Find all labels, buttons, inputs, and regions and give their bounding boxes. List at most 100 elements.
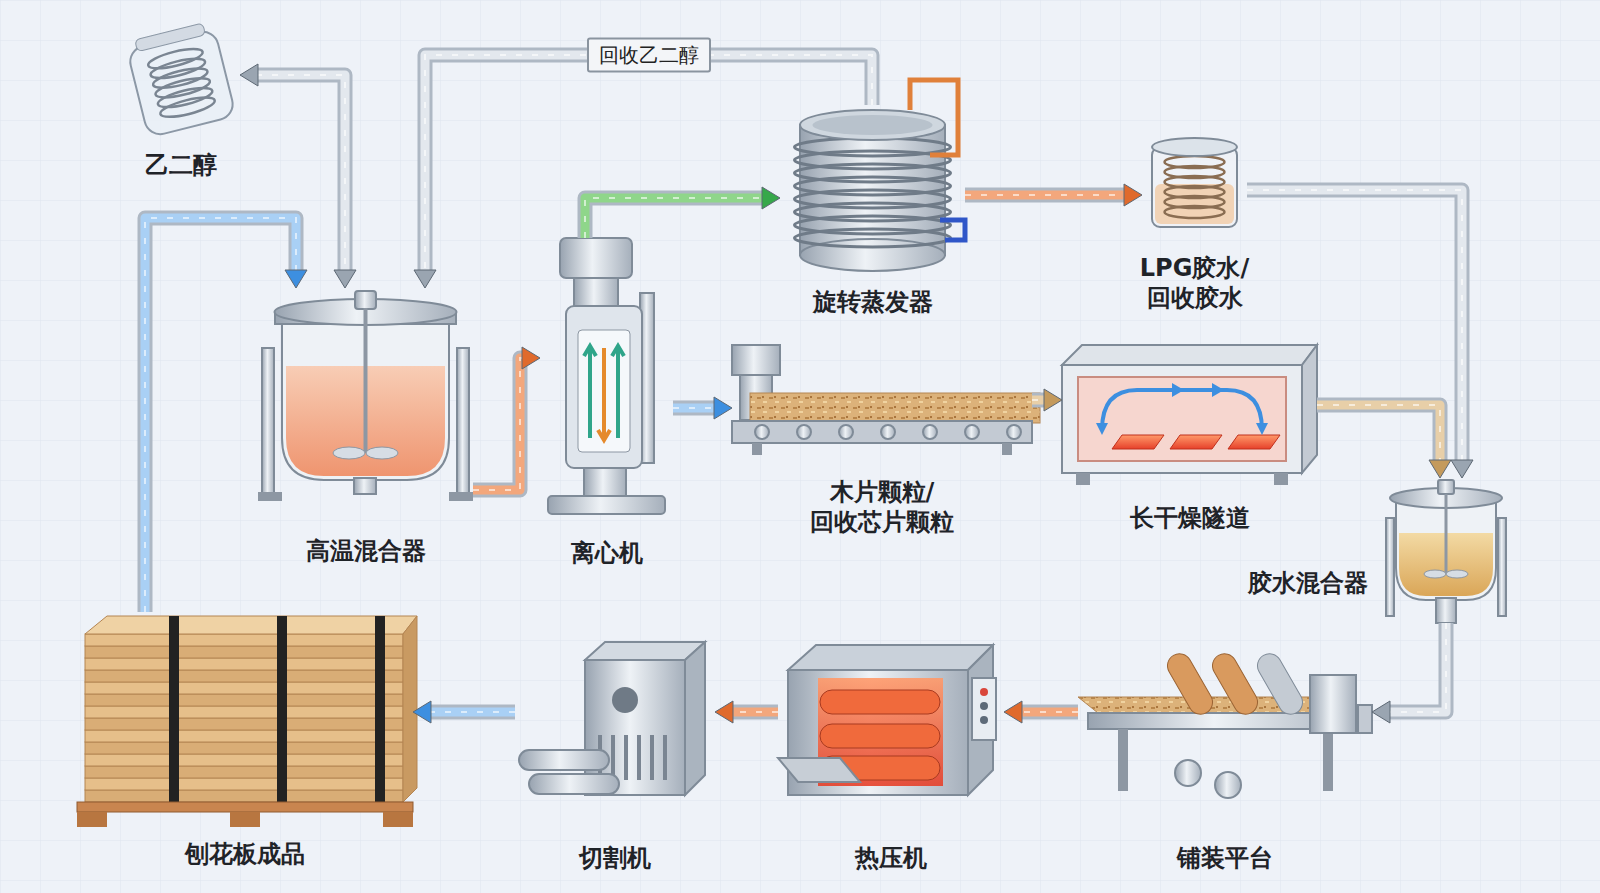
shape-rect: [77, 802, 413, 812]
pipe-shell: [145, 218, 296, 612]
shape-ellipse: [1165, 206, 1225, 218]
arrow-head: [285, 270, 307, 288]
pipe-connector: [240, 64, 356, 288]
equipment-node: 木片颗粒/ 回收芯片颗粒: [732, 345, 1032, 455]
shape-circle: [1175, 760, 1201, 786]
pipe-connector: [413, 701, 515, 723]
pipe-shell: [1317, 405, 1440, 462]
equipment-illustration: [1142, 132, 1247, 237]
shape-ellipse: [366, 447, 398, 459]
shape-rect: [1152, 147, 1237, 227]
arrow-head: [334, 270, 356, 288]
pipe-flow: [673, 404, 716, 413]
shape-ellipse: [159, 94, 217, 121]
equipment-node: 刨花板成品: [77, 612, 413, 827]
shape-line: [1445, 494, 1448, 574]
arrow-head: [762, 187, 780, 209]
equipment-label: 旋转蒸发器: [813, 287, 933, 317]
shape-rect: [85, 706, 403, 718]
shape-circle: [923, 425, 937, 439]
pipe-flow-dash: [473, 358, 524, 490]
pipe-flow: [145, 218, 296, 612]
equipment-label: 木片颗粒/ 回收芯片颗粒: [792, 477, 972, 537]
equipment-illustration: [780, 105, 965, 275]
shape-circle: [1007, 425, 1021, 439]
pipe-connector: [1317, 405, 1451, 478]
shape-rect: [85, 790, 403, 802]
shape-path: [910, 80, 958, 155]
shape-rect: [375, 616, 385, 802]
pipe-flow: [1388, 623, 1446, 712]
pipe-connector: [715, 701, 778, 723]
equipment-illustration: [1062, 345, 1317, 485]
equipment-illustration: [77, 612, 413, 827]
shape-polygon: [1228, 435, 1280, 449]
arrow-head: [1429, 460, 1451, 478]
shape-rect: [449, 492, 473, 501]
shape-circle: [881, 425, 895, 439]
pipe-connector: [965, 184, 1142, 206]
equipment-node: 离心机: [540, 238, 673, 520]
shape-rect: [85, 670, 403, 682]
pipe-flow: [965, 191, 1126, 200]
shape-circle: [980, 716, 988, 724]
shape-rect: [1323, 729, 1333, 791]
pipe-connector: [1372, 623, 1446, 723]
shape-rect: [519, 750, 609, 770]
shape-rect: [1436, 598, 1456, 623]
shape-rect: [1155, 184, 1234, 224]
shape-path: [612, 346, 624, 438]
shape-ellipse: [795, 229, 951, 247]
equipment-node: 切割机: [515, 640, 715, 805]
shape-rect: [85, 658, 403, 670]
shape-rect: [584, 468, 626, 498]
shape-rect: [1438, 480, 1454, 494]
shape-circle: [1215, 772, 1241, 798]
pipe-shell: [731, 705, 778, 720]
shape-polygon: [778, 758, 860, 782]
shape-path: [1102, 390, 1262, 430]
shape-rect: [85, 766, 403, 778]
shape-rect: [548, 496, 665, 514]
equipment-label: 铺装平台: [1177, 843, 1273, 873]
equipment-node: 胶水混合器: [1382, 478, 1510, 623]
shape-rect: [1310, 675, 1356, 733]
pipe-flow-dash: [585, 198, 764, 238]
shape-polygon: [1172, 383, 1184, 397]
equipment-label: 离心机: [571, 538, 643, 568]
arrow-head: [1044, 389, 1062, 411]
shape-circle: [612, 687, 638, 713]
shape-rect: [85, 742, 403, 754]
pipe-label: 回收乙二醇: [587, 38, 711, 73]
arrow-head: [1004, 701, 1022, 723]
pipe-flow-dash: [145, 218, 296, 612]
shape-rect: [732, 345, 780, 375]
shape-rect: [85, 730, 403, 742]
shape-g: [125, 21, 236, 138]
pipe-flow-dash: [429, 711, 515, 713]
shape-rect: [383, 812, 413, 827]
shape-rect: [750, 393, 1040, 423]
equipment-label: 长干燥隧道: [1130, 503, 1250, 533]
shape-circle: [965, 425, 979, 439]
shape-path: [598, 348, 610, 440]
shape-rect: [820, 724, 940, 748]
pipe-flow: [473, 358, 524, 490]
shape-path: [584, 346, 596, 438]
shape-circle: [980, 688, 988, 696]
equipment-label: 乙二醇: [145, 150, 217, 180]
equipment-node: 旋转蒸发器: [780, 105, 965, 275]
shape-rect: [1062, 365, 1302, 473]
shape-rect: [85, 778, 403, 790]
shape-rect: [529, 774, 619, 794]
pipe-flow-dash: [965, 194, 1126, 196]
equipment-label: 刨花板成品: [185, 839, 305, 869]
pipe-flow: [1317, 405, 1440, 462]
shape-ellipse: [1446, 570, 1468, 578]
shape-rect: [135, 23, 206, 52]
equipment-label: 切割机: [579, 843, 651, 873]
shape-polygon: [1212, 383, 1224, 397]
equipment-illustration: [732, 345, 1032, 455]
